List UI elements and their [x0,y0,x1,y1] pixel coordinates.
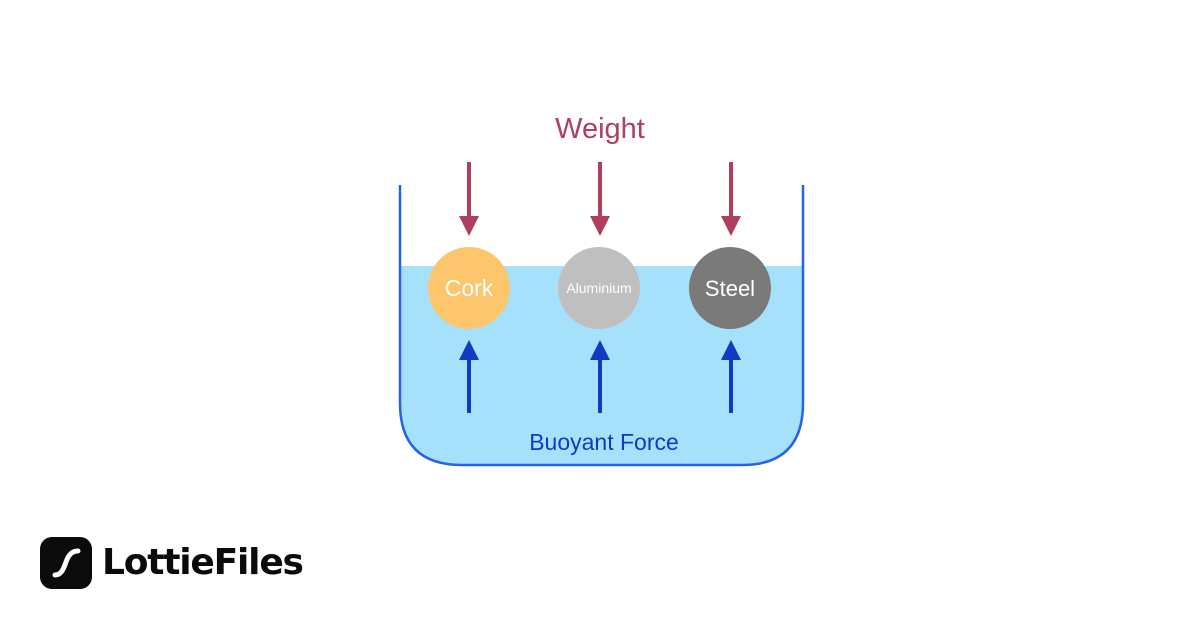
object-cork-label: Cork [445,275,494,301]
container-outline [398,185,805,467]
object-steel-label: Steel [705,276,755,301]
weight-label: Weight [555,113,645,145]
object-aluminium-label: Aluminium [566,280,631,296]
buoyant-force-label: Buoyant Force [529,429,679,455]
lottiefiles-brand[interactable]: LottieFiles [40,537,304,589]
object-steel: Steel [689,247,771,329]
weight-arrow-aluminium [590,162,610,236]
buoyant-arrow-cork [459,340,479,413]
buoyant-arrow-aluminium [590,340,610,413]
lottie-logo-icon [40,537,92,589]
object-aluminium: Aluminium [558,247,640,329]
brand-name: LottieFiles [102,542,304,583]
weight-arrow-steel [721,162,741,236]
buoyant-arrow-steel [721,340,741,413]
object-cork: Cork [428,247,510,329]
weight-arrow-cork [459,162,479,236]
